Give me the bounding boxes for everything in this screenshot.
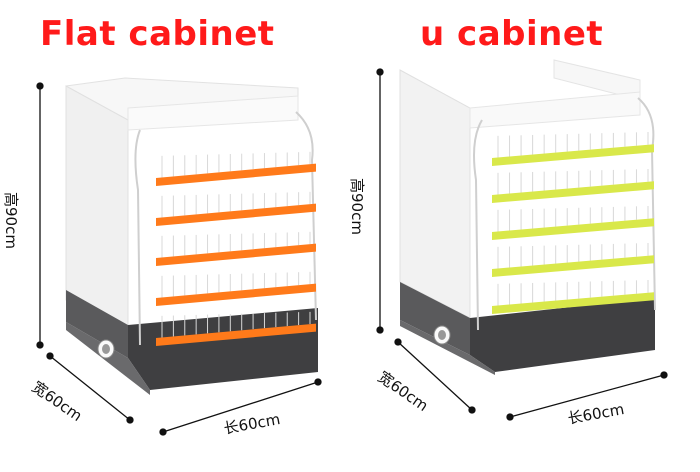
right-shelves xyxy=(492,132,654,314)
u-cabinet-title: u cabinet xyxy=(420,14,604,54)
shelf-price-rail xyxy=(156,323,316,346)
right-height-label: 高90cm xyxy=(348,178,366,235)
shelf-price-rail xyxy=(492,292,654,314)
shelf-price-rail xyxy=(492,144,654,166)
cabinet-base-front xyxy=(128,308,318,390)
shelf-price-rail xyxy=(156,283,316,306)
shelf-price-rail xyxy=(156,203,316,226)
shelf-price-rail xyxy=(492,255,654,277)
flat-cabinet xyxy=(65,77,318,395)
shelf-price-rail xyxy=(492,181,654,203)
shelf-price-rail xyxy=(156,163,316,186)
cabinet-base-side xyxy=(66,290,128,358)
dimension-lines xyxy=(36,68,668,436)
left-shelves xyxy=(156,151,316,346)
shelf-price-rail xyxy=(156,243,316,266)
u-cabinet xyxy=(399,59,656,375)
shelf-price-rail xyxy=(492,218,654,240)
u-cabinet-base-front xyxy=(470,298,655,372)
flat-cabinet-title: Flat cabinet xyxy=(40,14,275,54)
left-height-label: 高90cm xyxy=(2,192,20,249)
